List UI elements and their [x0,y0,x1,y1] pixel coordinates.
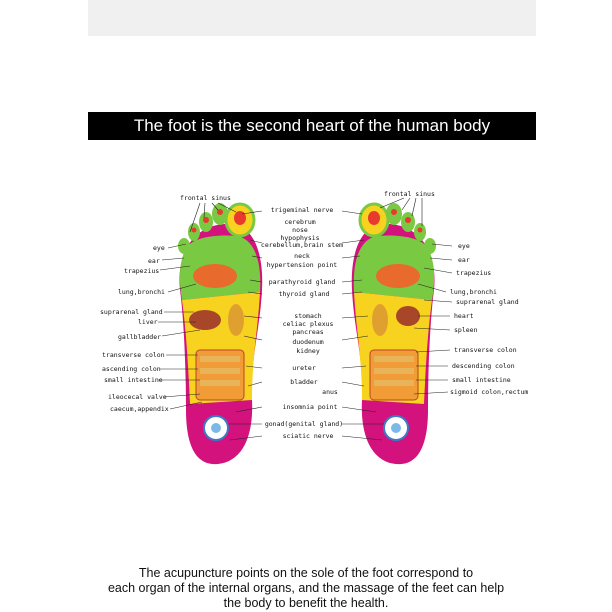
label-pancreas: pancreas [292,328,323,336]
label-suprarenal-gland-left: suprarenal gland [100,308,163,316]
right-foot-intestine [369,349,419,401]
label-transverse-colon-left: transverse colon [102,351,165,359]
caption-line-3: the body to benefit the health. [223,596,389,610]
label-spleen: spleen [454,326,478,334]
label-thyroid-gland: thyroid gland [279,290,330,298]
label-small-intestine-right: small intestine [452,376,511,384]
leader-lines [158,197,453,441]
label-heart: heart [454,312,474,320]
label-gonad: gonad(genital gland) [265,420,343,428]
label-cerebrum: cerebrum [284,218,315,226]
label-sigmoid-colon-rectum: sigmoid colon,rectum [450,388,528,396]
label-anus: anus [322,388,338,396]
right-foot [351,202,436,465]
label-parathyroid-gland: parathyroid gland [269,278,336,286]
caption-line-1: The acupuncture points on the sole of th… [138,566,474,580]
label-trapezius-left: trapezius [124,267,159,275]
caption-line-2: each organ of the internal organs, and t… [107,581,505,595]
center-labels: trigeminal nerve cerebrum nose hypophysi… [261,206,343,440]
top-gray-strip [88,0,536,36]
label-frontal-sinus-left: frontal sinus [180,194,231,202]
label-stomach: stomach [294,312,321,320]
right-labels: frontal sinus eye ear trapezius lung,bro… [384,190,528,396]
label-lung-bronchi-left: lung,bronchi [118,288,165,296]
label-celiac-plexus: celiac plexus [283,320,334,328]
label-ascending-colon: ascending colon [102,365,161,373]
label-suprarenal-gland-right: suprarenal gland [456,298,519,306]
label-ureter: ureter [292,364,316,372]
label-ear-left: ear [148,257,160,265]
left-foot [178,202,263,465]
label-hypophysis: hypophysis [280,234,319,242]
label-lung-bronchi-right: lung,bronchi [450,288,497,296]
label-eye-right: eye [458,242,470,250]
label-transverse-colon-right: transverse colon [454,346,517,354]
label-bladder: bladder [290,378,317,386]
label-hypertension-point: hypertension point [267,261,338,269]
label-sciatic-nerve: sciatic nerve [283,432,334,440]
label-trigeminal-nerve: trigeminal nerve [271,206,334,214]
label-neck: neck [294,252,310,260]
label-ear-right: ear [458,256,470,264]
label-trapezius-right: trapezius [456,269,491,277]
left-foot-intestine [195,349,245,401]
right-foot-toe-5 [424,238,436,254]
label-duodenum: duodenum [292,338,323,346]
label-frontal-sinus-right: frontal sinus [384,190,435,198]
label-liver: liver [138,318,158,326]
label-nose: nose [292,226,308,234]
label-eye-left: eye [153,244,165,252]
caption: The acupuncture points on the sole of th… [96,566,516,611]
right-foot-heart [396,306,420,326]
label-gallbladder: gallbladder [118,333,161,341]
left-foot-liver [189,310,221,330]
label-caecum-appendix: caecum,appendix [110,405,169,413]
left-foot-toe-5 [178,238,190,254]
left-labels: frontal sinus eye ear trapezius lung,bro… [100,194,231,413]
label-descending-colon: descending colon [452,362,515,370]
label-ileocecal-valve: ileocecal valve [108,393,167,401]
right-foot-lung [376,264,420,288]
page-title: The foot is the second heart of the huma… [88,112,536,140]
label-kidney: kidney [296,347,320,355]
label-insomnia-point: insomnia point [283,403,338,411]
label-cerebellum-brain-stem: cerebellum,brain stem [261,241,343,249]
left-foot-lung [193,264,237,288]
label-small-intestine-left: small intestine [104,376,163,384]
